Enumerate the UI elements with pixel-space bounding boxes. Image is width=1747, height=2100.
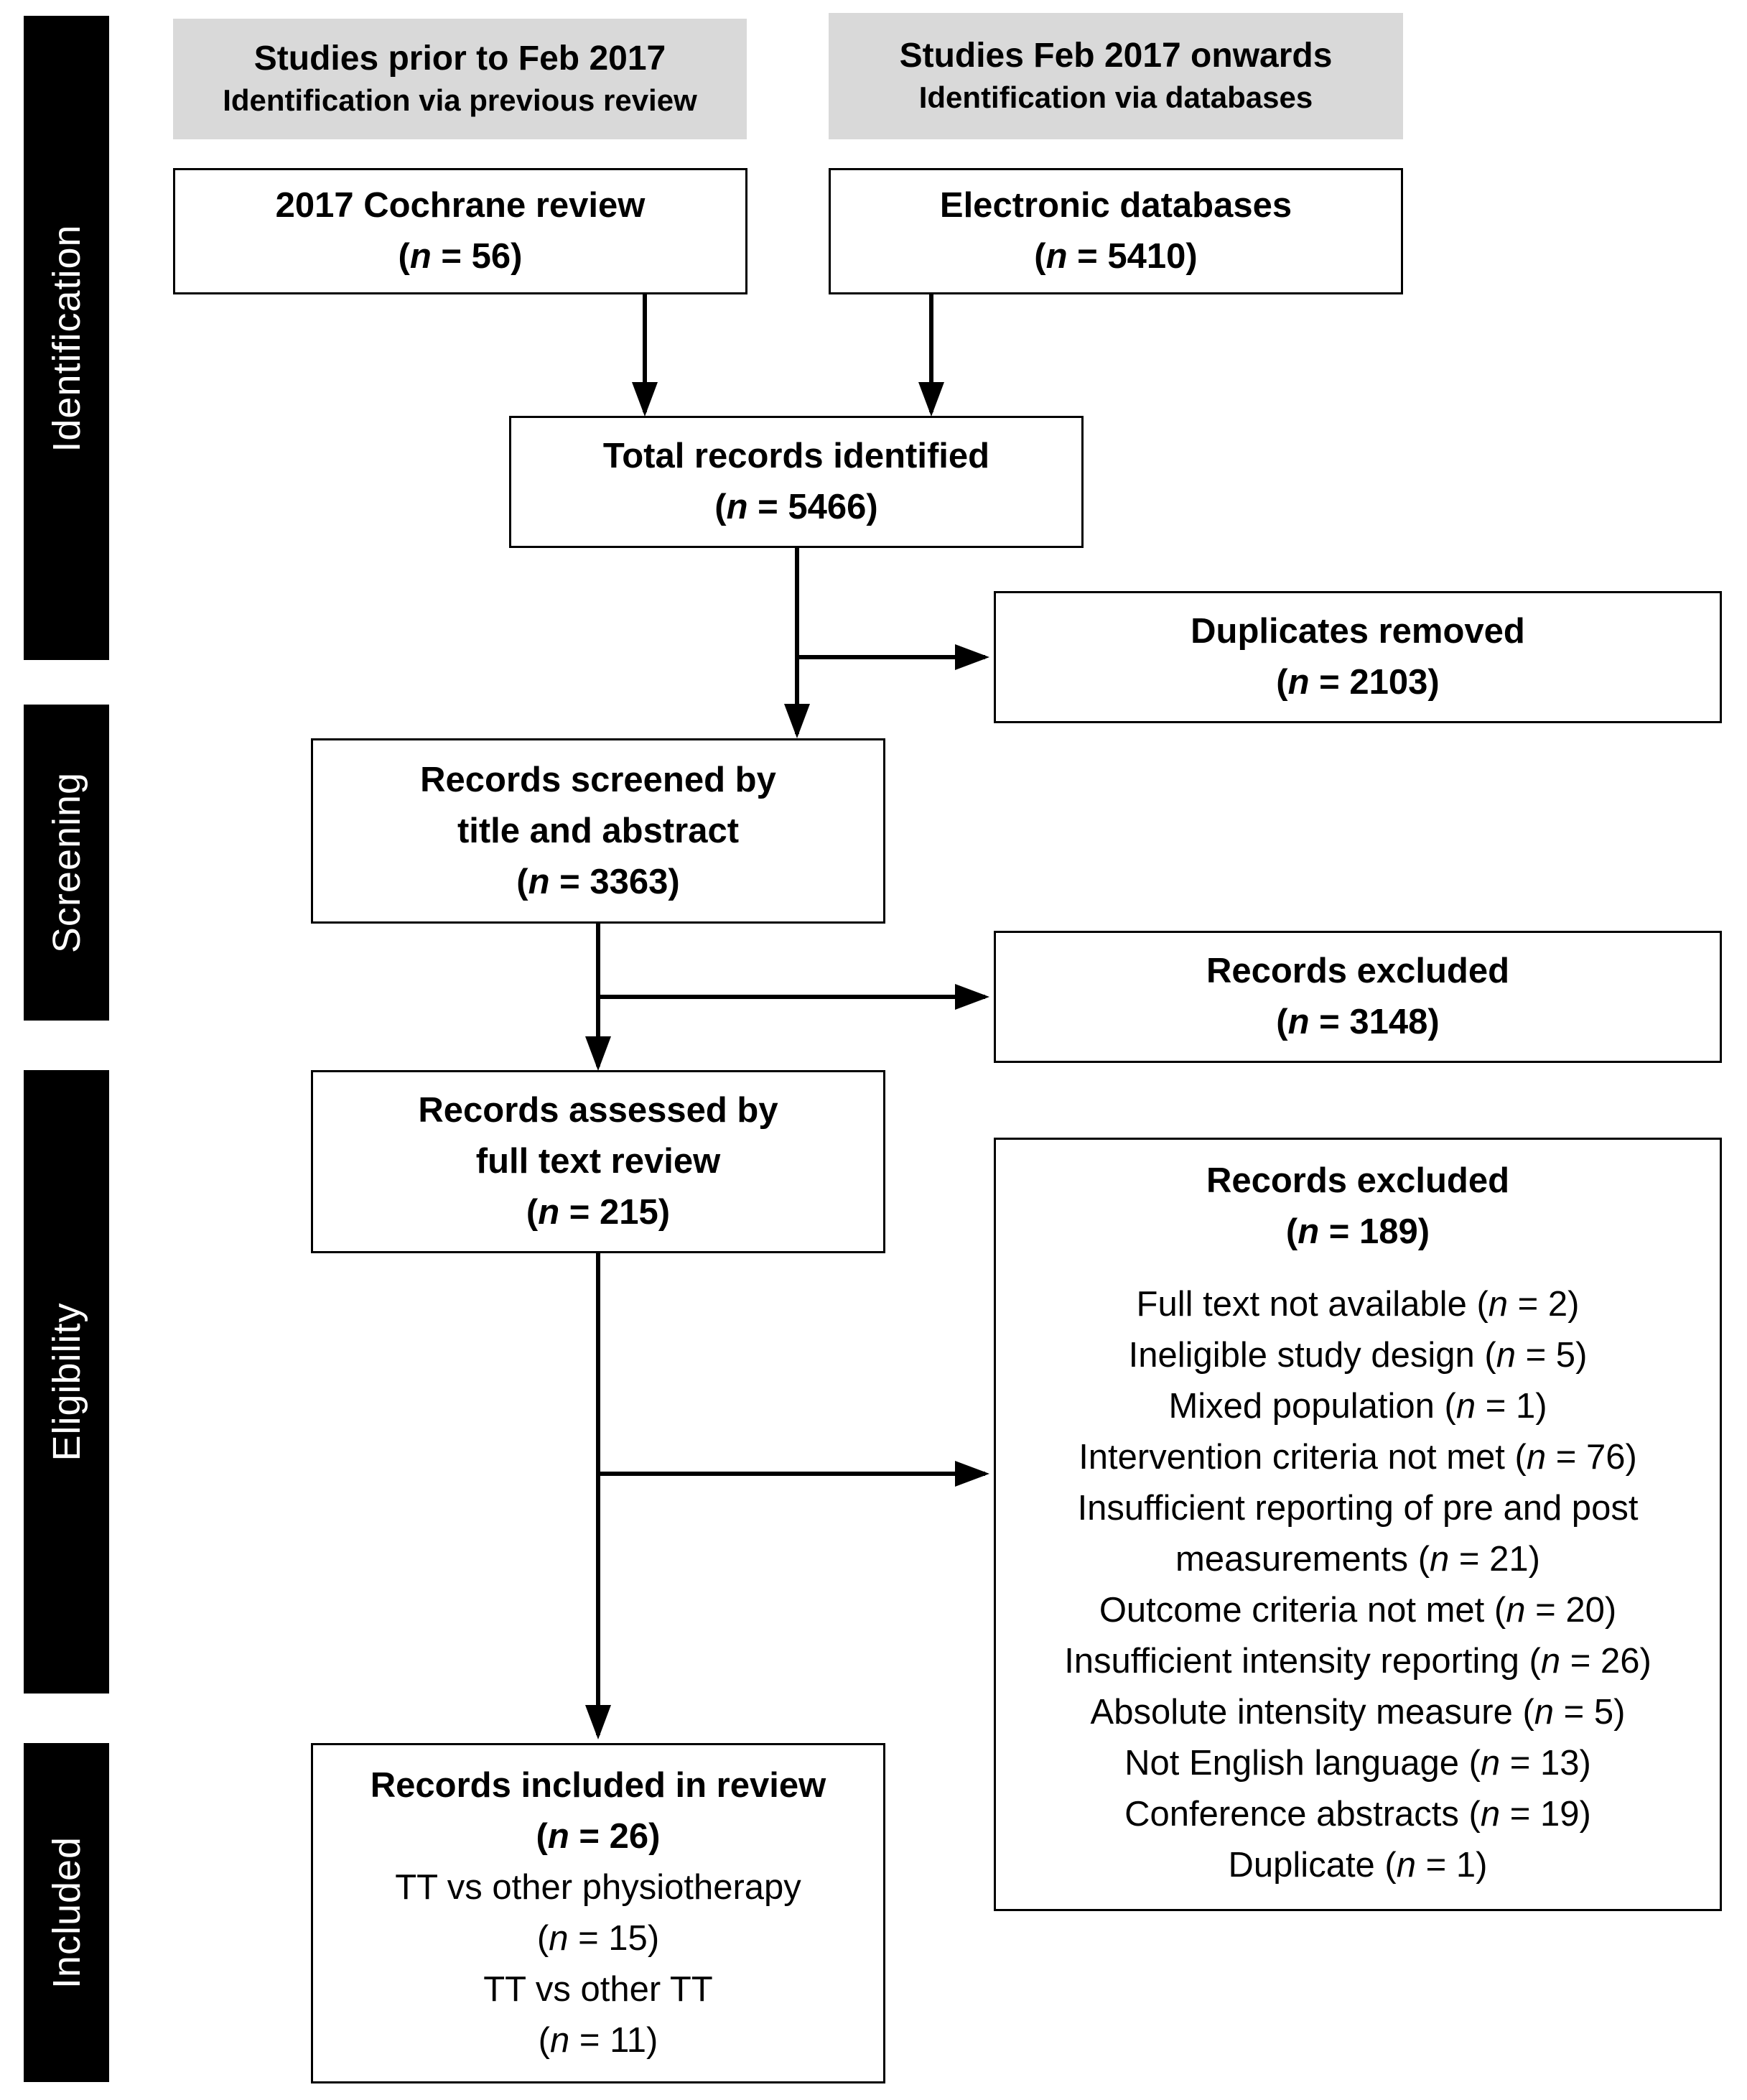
box-count: (n = 3363) — [516, 862, 680, 901]
included-group-count: (n = 11) — [538, 2021, 658, 2060]
header-previous-review: Studies prior to Feb 2017 Identification… — [173, 19, 747, 139]
box-title: Duplicates removed — [1191, 612, 1525, 651]
box-count: (n = 5410) — [1034, 237, 1198, 276]
box-title-line1: Records assessed by — [418, 1091, 778, 1130]
box-title: 2017 Cochrane review — [275, 186, 646, 225]
box-electronic-databases: Electronic databases (n = 5410) — [829, 168, 1403, 294]
exclusion-reason: Full text not available (n = 2) — [1136, 1285, 1580, 1324]
phase-bar-eligibility: Eligibility — [24, 1070, 109, 1694]
exclusion-reason: Outcome criteria not met (n = 20) — [1099, 1591, 1617, 1630]
box-records-screened: Records screened by title and abstract (… — [311, 738, 885, 924]
exclusion-reasons-list: Full text not available (n = 2) Ineligibl… — [1064, 1279, 1652, 1891]
exclusion-reason: Insufficient intensity reporting (n = 26… — [1064, 1642, 1652, 1681]
exclusion-reason: Absolute intensity measure (n = 5) — [1090, 1693, 1626, 1732]
phase-bar-included: Included — [24, 1743, 109, 2082]
exclusion-reason: Ineligible study design (n = 5) — [1128, 1336, 1588, 1375]
box-title: Records excluded — [1206, 1161, 1510, 1200]
box-cochrane-review: 2017 Cochrane review (n = 56) — [173, 168, 747, 294]
box-count: (n = 2103) — [1276, 663, 1440, 702]
included-group-label: TT vs other physiotherapy — [395, 1868, 801, 1907]
box-records-included: Records included in review (n = 26) TT v… — [311, 1743, 885, 2083]
exclusion-reason: Mixed population (n = 1) — [1168, 1387, 1547, 1426]
box-records-assessed: Records assessed by full text review (n … — [311, 1070, 885, 1253]
box-count: (n = 26) — [536, 1817, 661, 1856]
included-group-label: TT vs other TT — [483, 1970, 713, 2009]
box-title: Records included in review — [370, 1766, 826, 1805]
box-title-line2: title and abstract — [457, 811, 740, 850]
header-subtitle: Identification via databases — [918, 80, 1313, 114]
box-count: (n = 5466) — [714, 488, 878, 526]
box-title-line2: full text review — [475, 1142, 721, 1181]
exclusion-reason: Duplicate (n = 1) — [1228, 1846, 1488, 1885]
box-duplicates-removed: Duplicates removed (n = 2103) — [994, 591, 1722, 723]
box-records-excluded-full-text: Records excluded (n = 189) Full text not… — [994, 1138, 1722, 1911]
included-groups-list: TT vs other physiotherapy (n = 15) TT vs o… — [395, 1862, 801, 2066]
box-title: Total records identified — [602, 437, 990, 475]
box-count: (n = 215) — [526, 1193, 671, 1232]
box-count: (n = 56) — [398, 237, 523, 276]
exclusion-reason: Intervention criteria not met (n = 76) — [1079, 1438, 1637, 1477]
box-title-line1: Records screened by — [420, 760, 776, 799]
header-title: Studies prior to Feb 2017 — [253, 40, 666, 78]
header-databases: Studies Feb 2017 onwards Identification … — [829, 13, 1403, 139]
exclusion-reason: measurements (n = 21) — [1175, 1540, 1540, 1579]
included-group-count: (n = 15) — [536, 1919, 660, 1958]
header-title: Studies Feb 2017 onwards — [899, 37, 1333, 75]
exclusion-reason: Conference abstracts (n = 19) — [1124, 1795, 1591, 1834]
box-count: (n = 3148) — [1276, 1003, 1440, 1041]
box-records-excluded-screening: Records excluded (n = 3148) — [994, 931, 1722, 1063]
box-title: Electronic databases — [939, 186, 1292, 225]
box-title: Records excluded — [1206, 952, 1510, 990]
phase-bar-identification: Identification — [24, 16, 109, 660]
exclusion-reason: Insufficient reporting of pre and post — [1077, 1489, 1639, 1528]
exclusion-reason: Not English language (n = 13) — [1124, 1744, 1591, 1783]
header-subtitle: Identification via previous review — [223, 83, 697, 117]
box-total-records: Total records identified (n = 5466) — [509, 416, 1084, 548]
box-count: (n = 189) — [1285, 1212, 1430, 1251]
phase-bar-screening: Screening — [24, 705, 109, 1021]
